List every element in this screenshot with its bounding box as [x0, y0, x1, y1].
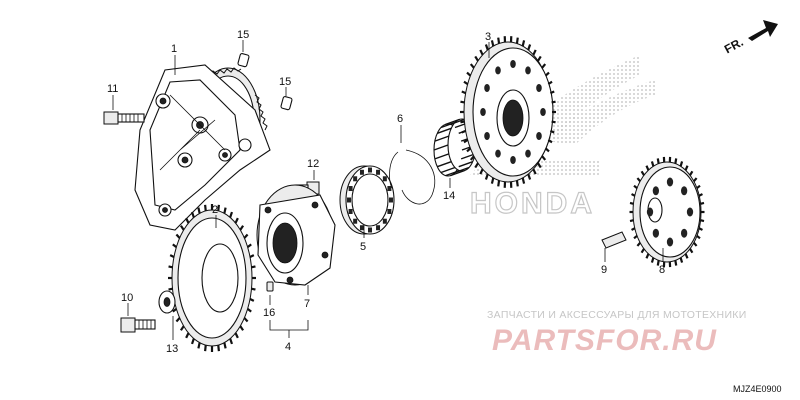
- callout-2: 2: [212, 204, 218, 216]
- callout-16: 16: [263, 307, 275, 319]
- leader-lines: [112, 40, 664, 340]
- callout-4: 4: [285, 341, 291, 353]
- callout-6: 6: [397, 113, 403, 125]
- pin-16: [266, 281, 274, 292]
- callout-1: 1: [171, 43, 177, 55]
- callout-11: 11: [107, 83, 118, 95]
- washer-13: [158, 290, 176, 314]
- bolt-11: [103, 111, 145, 125]
- shaft-9: [601, 231, 627, 249]
- front-direction-indicator: FR.: [722, 20, 778, 56]
- callout-12: 12: [307, 158, 319, 170]
- starter-reduction-gear-8: [629, 156, 705, 268]
- primary-driven-gear: [168, 204, 256, 352]
- watermark-brand: PARTSFOR.RU: [492, 324, 717, 357]
- callout-7: 7: [304, 298, 310, 310]
- callout-3: 3: [485, 31, 491, 43]
- callout-5: 5: [360, 241, 366, 253]
- oil-pump-assembly: [134, 64, 271, 231]
- honda-logo-text: HONDA: [470, 187, 595, 220]
- dowel-pin-15a: [237, 53, 250, 68]
- callout-15a: 15: [237, 29, 249, 41]
- watermark: ЗАПЧАСТИ И АКСЕССУАРЫ ДЛЯ МОТОТЕХНИКИ PA…: [487, 309, 747, 357]
- front-direction-label: FR.: [722, 35, 746, 56]
- callout-15b: 15: [279, 76, 291, 88]
- bolt-10: [120, 317, 156, 333]
- diagram-code: MJZ4E0900: [733, 384, 782, 394]
- watermark-caption: ЗАПЧАСТИ И АКСЕССУАРЫ ДЛЯ МОТОТЕХНИКИ: [487, 309, 747, 321]
- front-arrow-icon: [748, 20, 778, 41]
- callout-13: 13: [166, 343, 178, 355]
- dowel-pin-15b: [280, 96, 293, 111]
- starter-idle-gear-3: [460, 36, 556, 188]
- callout-8: 8: [659, 264, 665, 276]
- callout-labels: 1 2 3 4 5 6 7 8 9 10 11 12 13 14 15 15 1…: [107, 29, 665, 355]
- one-way-clutch: [339, 165, 395, 235]
- callout-14: 14: [443, 190, 455, 202]
- snap-ring-6: [389, 149, 436, 205]
- callout-10: 10: [121, 292, 133, 304]
- callout-9: 9: [601, 264, 607, 276]
- starter-clutch-outer: [256, 184, 336, 286]
